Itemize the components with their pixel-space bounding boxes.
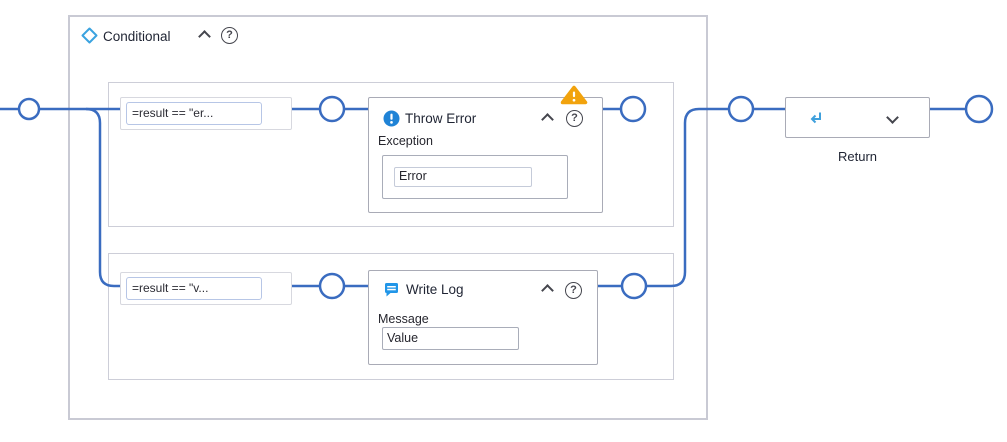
write-log-title: Write Log	[406, 282, 464, 297]
return-label: Return	[837, 149, 878, 164]
chevron-down-icon[interactable]	[886, 111, 899, 124]
condition-box-bottom[interactable]: =result == "v...	[120, 272, 292, 305]
connector-node[interactable]	[964, 94, 994, 124]
connector-node[interactable]	[318, 272, 346, 300]
return-icon	[810, 112, 821, 124]
throw-error-icon	[383, 110, 400, 127]
activity-write-log[interactable]: Write Log ? Message Value	[368, 270, 598, 365]
help-icon[interactable]: ?	[565, 282, 582, 299]
exception-field-label: Exception	[378, 134, 433, 148]
connector-node[interactable]	[318, 95, 346, 123]
connector-node[interactable]	[619, 95, 647, 123]
conditional-title: Conditional	[103, 29, 171, 44]
condition-expression-bottom[interactable]: =result == "v...	[126, 277, 262, 300]
collapse-chevron-icon[interactable]	[541, 113, 554, 126]
condition-box-top[interactable]: =result == "er...	[120, 97, 292, 130]
exception-field-container[interactable]: Error	[382, 155, 568, 199]
help-icon[interactable]: ?	[221, 27, 238, 44]
write-log-icon	[385, 283, 398, 297]
connector-node[interactable]	[620, 272, 648, 300]
throw-error-title: Throw Error	[405, 111, 477, 126]
collapse-chevron-icon[interactable]	[541, 284, 554, 297]
activity-return[interactable]	[785, 97, 930, 138]
message-field-label: Message	[378, 312, 429, 326]
conditional-icon	[81, 27, 98, 44]
condition-expression-top[interactable]: =result == "er...	[126, 102, 262, 125]
help-icon[interactable]: ?	[566, 110, 583, 127]
activity-throw-error[interactable]: Throw Error ? Exception Error	[368, 97, 603, 213]
connector-node[interactable]	[17, 97, 41, 121]
exception-field-value[interactable]: Error	[394, 167, 532, 187]
message-field-value[interactable]: Value	[382, 327, 519, 350]
connector-node[interactable]	[727, 95, 755, 123]
warning-icon[interactable]	[559, 85, 589, 105]
